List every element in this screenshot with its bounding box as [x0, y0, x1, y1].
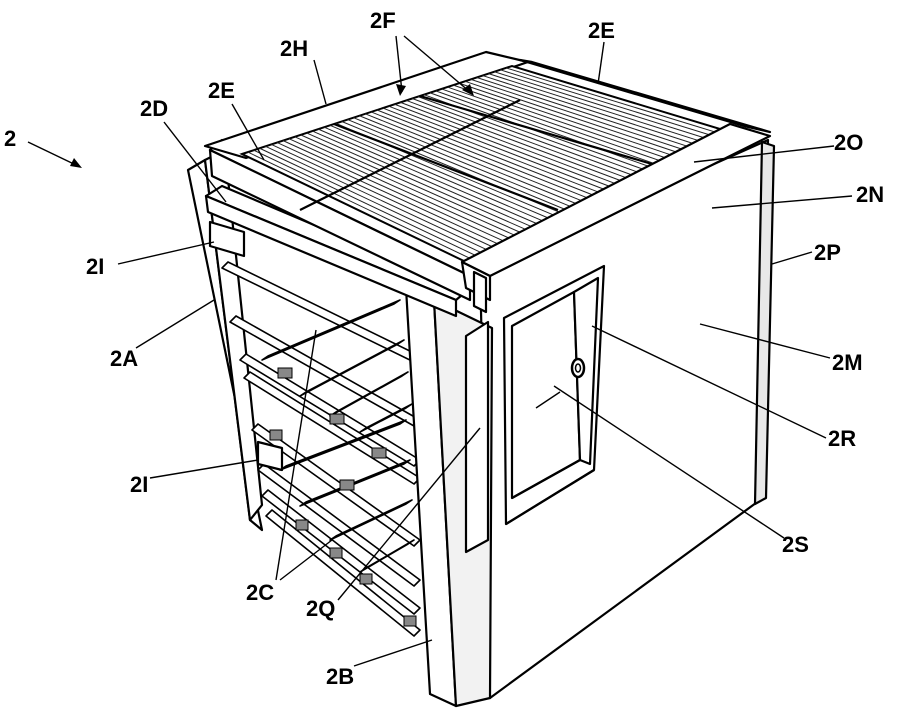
grating-slat [382, 107, 604, 195]
label-2S: 2S [782, 532, 809, 557]
grating-slat [494, 71, 713, 141]
grating-slat [300, 134, 524, 235]
grating-slat [294, 136, 518, 238]
label-2B: 2B [326, 664, 355, 689]
plate-2Q [464, 320, 490, 554]
grating-slat [464, 80, 685, 156]
grating-slat [253, 149, 478, 257]
grating-slat [247, 151, 472, 260]
header-bar-2D-face [204, 194, 458, 318]
grating-slat [323, 126, 547, 223]
grating-slat [500, 69, 719, 139]
label-2A: 2A [110, 346, 139, 371]
grating-slat [282, 140, 507, 243]
grating-slat [417, 96, 639, 178]
label-2C: 2C [246, 580, 275, 605]
front-rail-2E-face [208, 148, 472, 302]
grating-slat [359, 115, 581, 206]
grating-slat [312, 130, 536, 229]
label-2N: 2N [856, 182, 885, 207]
rack-rods-2C [221, 261, 421, 637]
grating-slat [400, 101, 622, 187]
label-2Q: 2Q [306, 596, 336, 621]
label-2F: 2F [370, 8, 396, 33]
grating-slat [459, 82, 679, 158]
grating-slat [271, 143, 495, 249]
grating-slat [505, 67, 725, 136]
grating-slat [347, 119, 570, 212]
grating-slat [435, 90, 656, 170]
grating-slats [247, 67, 725, 260]
grating-slat [259, 147, 484, 254]
rear-edge-2P [753, 140, 776, 506]
grating-slat [329, 124, 553, 221]
label-2P: 2P [814, 240, 841, 265]
grating-slat [488, 73, 708, 144]
grating-slat [441, 88, 662, 167]
label-2E-top: 2E [588, 18, 615, 43]
grating-slat [482, 75, 702, 147]
grating-slat [447, 86, 668, 164]
grating-slat [412, 98, 633, 181]
bracket-2I-top [208, 220, 246, 258]
grating-slat [277, 142, 501, 246]
window-2S-inner [572, 276, 600, 466]
leader-lines [27, 35, 853, 667]
bracket-2I-bottom [256, 440, 284, 472]
label-2O: 2O [834, 130, 864, 155]
label-2E-left: 2E [208, 78, 235, 103]
grating-slat [453, 84, 673, 161]
grating-slat [306, 132, 530, 232]
grating-slat [394, 103, 616, 189]
right-rail-2E [518, 58, 772, 134]
grating-slat [406, 99, 627, 184]
grating-slat [365, 113, 587, 204]
grating-slat [370, 111, 593, 201]
label-2I-bottom: 2I [130, 472, 149, 497]
label-2M: 2M [832, 350, 863, 375]
grating-slat [470, 78, 690, 153]
grating-slat [288, 138, 513, 240]
end-cap-2O-corner [472, 270, 488, 314]
grating-slat [353, 117, 576, 209]
label-2D: 2D [140, 96, 169, 121]
grating-slat [376, 109, 599, 198]
label-2I-top: 2I [86, 254, 105, 279]
grating-slat [476, 77, 696, 150]
label-2R: 2R [828, 426, 857, 451]
label-2: 2 [4, 126, 17, 151]
grating-slat [388, 105, 610, 192]
grating-slat [318, 128, 541, 226]
grating-slat [265, 145, 490, 252]
label-2H: 2H [280, 36, 309, 61]
